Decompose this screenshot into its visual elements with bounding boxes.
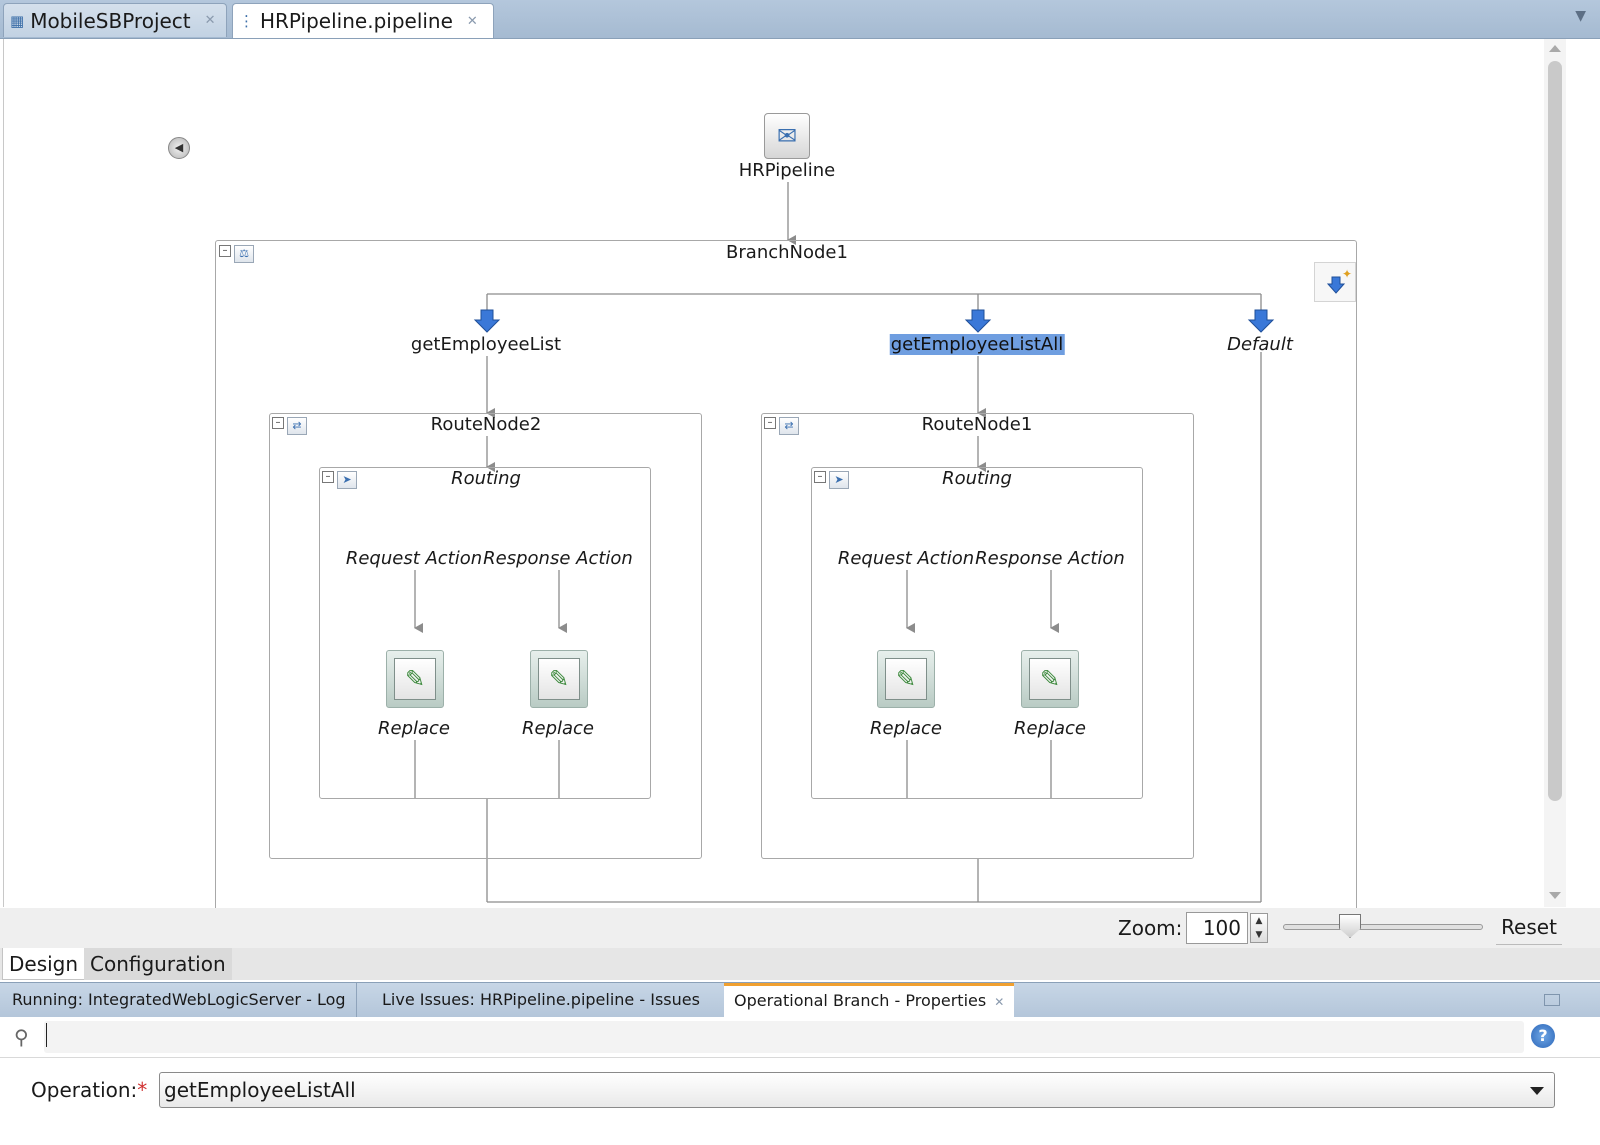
close-icon[interactable]: ✕ (466, 13, 478, 29)
editor-tab-bar: ▦ MobileSBProject ✕ ⋮ HRPipeline.pipelin… (0, 0, 1600, 39)
tab-list-dropdown-icon[interactable]: ▼ (1575, 8, 1586, 24)
help-icon[interactable]: ? (1531, 1024, 1555, 1048)
tab-mobilesbproject[interactable]: ▦ MobileSBProject ✕ (3, 3, 227, 37)
view-tabs: Design Configuration (0, 948, 1600, 980)
routing-label: Routing (451, 468, 521, 489)
operation-select[interactable]: getEmployeeListAll (159, 1072, 1555, 1108)
scroll-up-icon[interactable] (1549, 45, 1561, 52)
operation-value: getEmployeeListAll (164, 1078, 356, 1102)
properties-panel: Operation:* getEmployeeListAll (0, 1058, 1600, 1145)
response-action-label: Response Action (483, 548, 633, 569)
zoom-slider[interactable] (1283, 924, 1483, 930)
pipeline-canvas[interactable] (3, 39, 1539, 907)
replace-label: Replace (521, 718, 595, 739)
branch-label-getemployeelistall[interactable]: getEmployeeListAll (889, 334, 1065, 355)
tab-label: HRPipeline.pipeline (260, 9, 453, 33)
branch-arrow-icon (964, 309, 992, 333)
vertical-scrollbar[interactable] (1544, 39, 1566, 907)
routing-label: Routing (942, 468, 1012, 489)
replace-action[interactable]: ✎ (877, 650, 935, 708)
search-icon: ⚲ (14, 1025, 29, 1049)
routing-box[interactable] (319, 467, 651, 799)
replace-action[interactable]: ✎ (1021, 650, 1079, 708)
routing-icon: ➤ (337, 471, 357, 489)
routing-icon: ➤ (829, 471, 849, 489)
request-action-label: Request Action (837, 548, 975, 569)
property-search-row: ⚲ (0, 1017, 1600, 1057)
project-icon: ▦ (10, 11, 25, 30)
replace-label: Replace (1013, 718, 1087, 739)
scroll-down-icon[interactable] (1549, 892, 1561, 899)
connector-lines (414, 182, 1275, 903)
replace-icon: ✎ (885, 658, 927, 700)
replace-icon: ✎ (394, 658, 436, 700)
replace-action[interactable]: ✎ (530, 650, 588, 708)
branch-arrow-icon (473, 309, 501, 333)
route-node-icon: ⇄ (287, 417, 307, 435)
text-cursor (46, 1023, 47, 1047)
close-icon[interactable]: ✕ (204, 13, 216, 28)
tab-issues[interactable]: Live Issues: HRPipeline.pipeline - Issue… (382, 990, 700, 1009)
operation-label: Operation:* (31, 1078, 148, 1102)
zoom-label: Zoom: (1118, 916, 1183, 940)
branch-arrow-icon (1247, 309, 1275, 333)
branch-label-default[interactable]: Default (1227, 334, 1293, 355)
zoom-stepper[interactable]: ▲▼ (1250, 913, 1268, 943)
property-search-input[interactable] (44, 1021, 1524, 1053)
tab-design[interactable]: Design (2, 948, 86, 980)
route-node-label: RouteNode2 (430, 414, 542, 435)
branch-node-icon: ⚖ (234, 245, 254, 263)
chevron-down-icon (1530, 1087, 1544, 1095)
replace-label: Replace (377, 718, 451, 739)
panel-tab-bar: Running: IntegratedWebLogicServer - Log … (0, 982, 1600, 1017)
route-node-icon: ⇄ (779, 417, 799, 435)
replace-icon: ✎ (538, 658, 580, 700)
response-action-label: Response Action (975, 548, 1125, 569)
collapse-icon[interactable]: – (764, 417, 776, 429)
add-branch-icon: ✦ (1326, 267, 1352, 294)
replace-action[interactable]: ✎ (386, 650, 444, 708)
svg-text:✦: ✦ (1342, 267, 1352, 281)
tab-hrpipeline[interactable]: ⋮ HRPipeline.pipeline ✕ (232, 3, 494, 38)
tab-log[interactable]: Running: IntegratedWebLogicServer - Log (2, 983, 357, 1017)
tab-properties[interactable]: Operational Branch - Properties ✕ (724, 983, 1015, 1017)
required-marker: * (137, 1078, 148, 1102)
routing-box[interactable] (811, 467, 1143, 799)
reset-button[interactable]: Reset (1496, 910, 1562, 945)
zoom-input[interactable]: 100 (1186, 912, 1248, 944)
route-node-label: RouteNode1 (921, 414, 1033, 435)
divider (0, 1057, 1600, 1058)
add-branch-button[interactable]: ✦ (1314, 262, 1356, 302)
branch-label-getemployeelist[interactable]: getEmployeeList (410, 334, 562, 355)
collapse-icon[interactable]: – (272, 417, 284, 429)
pipeline-label: HRPipeline (738, 160, 836, 181)
collapse-icon[interactable]: – (814, 471, 826, 483)
tab-configuration[interactable]: Configuration (84, 948, 232, 980)
replace-label: Replace (869, 718, 943, 739)
collapse-icon[interactable]: – (219, 245, 231, 257)
collapse-icon[interactable]: – (322, 471, 334, 483)
zoom-bar: Zoom: 100 ▲▼ Reset (0, 908, 1600, 948)
route-node-box[interactable] (761, 413, 1194, 859)
scroll-thumb[interactable] (1548, 61, 1562, 801)
replace-icon: ✎ (1029, 658, 1071, 700)
branch-node-box[interactable] (215, 240, 1357, 920)
pipeline-start-icon[interactable]: ✉ (764, 113, 810, 159)
request-action-label: Request Action (345, 548, 483, 569)
branch-node-label: BranchNode1 (726, 242, 848, 263)
zoom-slider-thumb[interactable] (1339, 914, 1361, 938)
tab-label: MobileSBProject (30, 8, 191, 33)
tab-label: Operational Branch - Properties (734, 991, 987, 1010)
close-icon[interactable]: ✕ (994, 995, 1005, 1009)
route-node-box[interactable] (269, 413, 702, 859)
pipeline-file-icon: ⋮ (239, 12, 254, 30)
back-navigation-icon[interactable]: ◀ (168, 137, 190, 159)
minimize-panel-icon[interactable] (1544, 994, 1560, 1006)
